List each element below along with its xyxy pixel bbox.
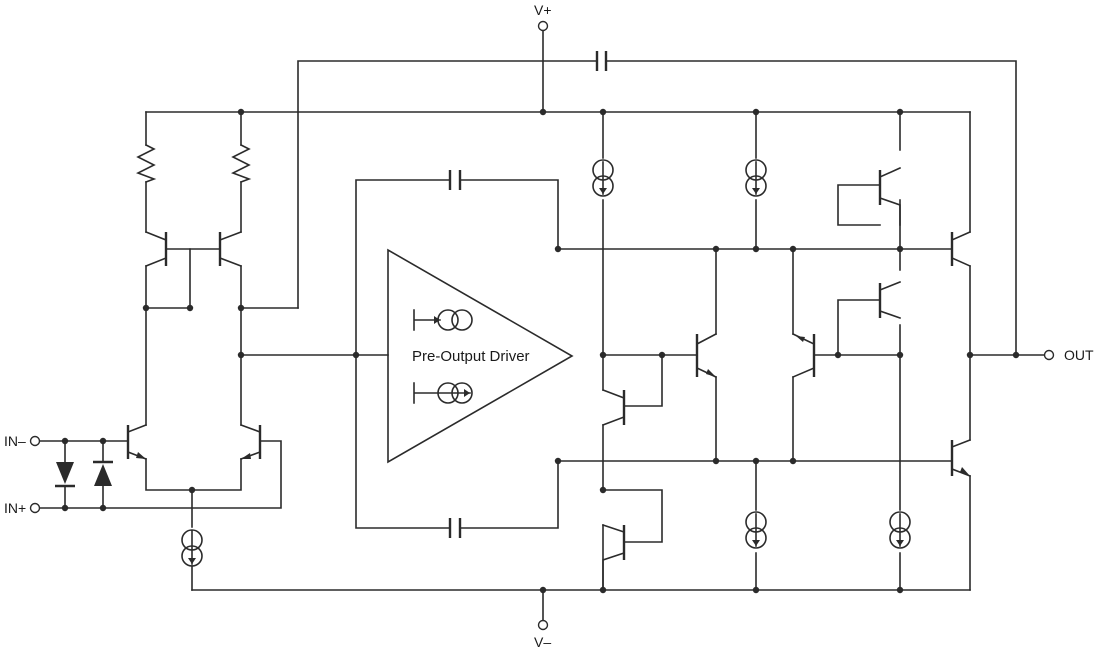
terminal-v-minus: V–	[534, 619, 551, 650]
out-label: OUT	[1064, 347, 1094, 363]
current-source-i2	[592, 159, 614, 197]
pre-output-driver: Pre-Output Driver	[387, 248, 574, 464]
transistor-q9	[878, 166, 902, 226]
v-minus-label: V–	[534, 634, 551, 650]
diode-d2	[93, 460, 113, 486]
transistor-q8	[791, 332, 816, 379]
terminal-v-plus: V+	[534, 2, 552, 32]
resistor-r2	[231, 143, 252, 184]
terminal-out: OUT	[1043, 347, 1094, 363]
transistor-q4	[239, 423, 262, 461]
current-source-i1	[181, 529, 203, 591]
junction-dots	[61, 108, 1020, 594]
v-plus-label: V+	[534, 2, 552, 18]
transistor-q7	[661, 332, 718, 379]
capacitor-driver-top	[448, 170, 462, 190]
in-minus-label: IN–	[4, 433, 26, 449]
transistor-q2	[189, 230, 243, 268]
transistor-q1	[144, 230, 191, 268]
resistor-r1	[136, 143, 157, 184]
wiring	[39, 29, 1045, 621]
driver-current-source-top	[413, 309, 473, 331]
transistor-q11	[950, 230, 972, 268]
transistor-q3	[126, 423, 148, 461]
driver-current-source-bottom	[413, 382, 473, 404]
capacitor-driver-bottom	[448, 518, 462, 538]
transistor-q12	[950, 438, 972, 478]
transistor-q6	[601, 523, 626, 591]
current-source-i5	[889, 511, 911, 549]
capacitor-top	[595, 51, 608, 71]
diode-d1	[55, 462, 75, 488]
in-plus-label: IN+	[4, 500, 26, 516]
current-source-i4	[745, 511, 767, 549]
current-source-i3	[745, 159, 767, 197]
terminal-in-plus: IN+	[4, 500, 41, 516]
terminal-in-minus: IN–	[4, 433, 41, 449]
transistor-q10	[878, 280, 902, 320]
driver-label: Pre-Output Driver	[412, 348, 530, 365]
transistor-q5	[601, 388, 626, 427]
